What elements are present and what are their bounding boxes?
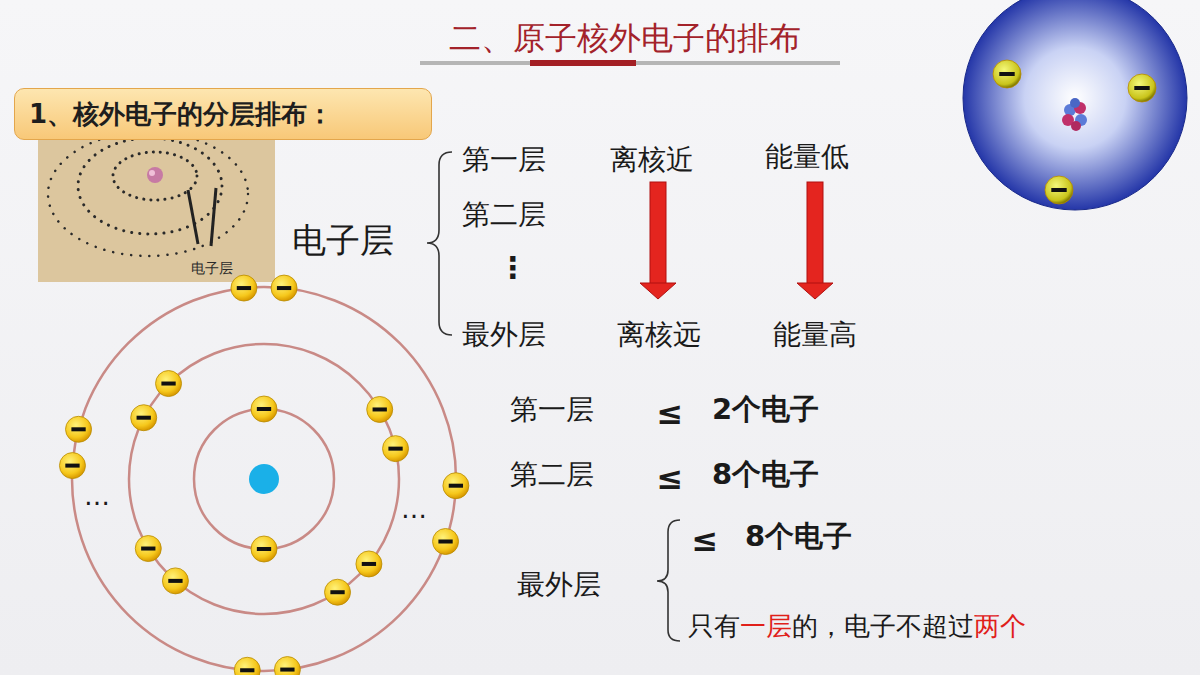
electron	[274, 657, 300, 675]
rule-line: 只有一层的，电子不超过两个	[688, 609, 1026, 644]
rule-highlight: 一层	[740, 609, 792, 644]
shell-name: 第二层	[462, 199, 546, 231]
energy-note: 能量低	[765, 141, 849, 173]
shell-name: 最外层	[462, 319, 546, 351]
le-sign: ≤	[657, 395, 684, 432]
capacity: 8个电子	[712, 458, 819, 491]
title-underline	[420, 60, 840, 66]
electron	[356, 551, 382, 577]
atom-illustration	[963, 0, 1187, 210]
capacity: 2个电子	[712, 393, 819, 426]
rule-highlight: 两个	[974, 609, 1026, 644]
ellipsis: ⋮	[498, 251, 528, 286]
le-sign: ≤	[657, 460, 684, 497]
photo-caption: 电子层	[191, 260, 233, 276]
distance-note: 离核远	[617, 319, 701, 351]
electron	[367, 396, 393, 422]
distance-note: 离核近	[610, 144, 694, 176]
electron	[135, 536, 161, 562]
slide-title: 二、原子核外电子的排布	[449, 20, 801, 57]
ellipsis: …	[401, 495, 427, 525]
electron	[1045, 176, 1073, 204]
electron	[162, 568, 188, 594]
electron	[325, 579, 351, 605]
electron	[993, 60, 1021, 88]
electron	[433, 529, 459, 555]
ellipsis: …	[84, 482, 110, 512]
le-sign: ≤	[692, 522, 719, 559]
electron	[271, 275, 297, 301]
shell-name: 第一层	[462, 144, 546, 176]
electron	[383, 436, 409, 462]
electron	[251, 536, 277, 562]
electron	[231, 275, 257, 301]
electron	[59, 453, 85, 479]
electron-cloud-photo	[38, 132, 275, 282]
term-label: 电子层	[292, 221, 394, 260]
electron	[66, 416, 92, 442]
energy-note: 能量高	[773, 319, 857, 351]
down-arrow	[640, 182, 676, 299]
rule-text: 只有	[688, 609, 740, 644]
electron	[443, 473, 469, 499]
electron	[234, 657, 260, 675]
shell-name: 最外层	[517, 569, 601, 601]
electron	[251, 396, 277, 422]
bohr-model	[59, 275, 468, 675]
rule-text: 的，电子不超过	[792, 609, 974, 644]
electron	[131, 405, 157, 431]
heading-text: 1、核外电子的分层排布：	[29, 97, 417, 132]
heading-box: 1、核外电子的分层排布：	[14, 88, 432, 140]
brace	[657, 520, 680, 641]
electron	[156, 371, 182, 397]
down-arrow	[797, 182, 833, 299]
shell-name: 第一层	[510, 394, 594, 426]
shell-name: 第二层	[510, 459, 594, 491]
capacity: 8个电子	[745, 520, 852, 553]
electron	[1128, 74, 1156, 102]
brace	[427, 152, 452, 335]
